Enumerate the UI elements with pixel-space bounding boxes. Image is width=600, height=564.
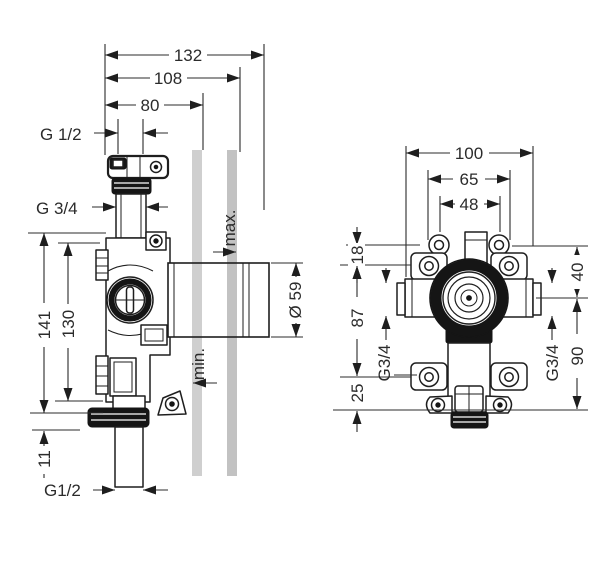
dim-tab-spacing: 48 [460,195,479,214]
dim-width-overall: 100 [455,144,483,163]
upper-ear-left [428,234,450,256]
screw-boss-lower-left [410,362,448,391]
dim-lower-height: 90 [568,347,587,366]
bottom-bracket [157,390,187,416]
dim-bottom-offset: 11 [35,450,54,468]
screw-boss-lower-right [490,362,528,391]
dim-depth-mid: 108 [154,69,182,88]
front-view: 100 65 48 18 87 2 [333,144,588,432]
bottom-pipe-stub [114,426,144,488]
label-top-connection: G 1/2 [40,125,82,144]
side-port-circle [106,276,154,324]
label-side-connection: G 3/4 [36,199,78,218]
dim-upper-height: 40 [568,263,587,282]
side-view: 132 108 80 G 1/2 G 3/4 1 [28,44,305,500]
wall-layer-max [227,150,237,476]
upper-ear-right [488,234,510,256]
front-bottom-collar [450,411,489,429]
dim-depth-min: 80 [141,96,160,115]
spindle-front-rings [429,258,509,338]
dim-top-offset: 18 [348,246,367,265]
label-bottom-connection: G1/2 [44,481,81,500]
bottom-threaded-collar [87,407,150,428]
dim-screw-spacing: 65 [460,170,479,189]
label-right-port: G3/4 [543,345,562,382]
dim-screw-vertical-spacing: 87 [348,309,367,328]
label-wall-min: min. [189,348,208,380]
side-view-dimensions: 132 108 80 G 1/2 G 3/4 1 [28,44,305,500]
wall-layer-min [192,150,202,476]
label-wall-max: max. [220,210,239,247]
label-left-port: G3/4 [375,345,394,382]
mounting-clip-upper [95,249,109,281]
dim-spindle-diameter: Ø 59 [286,282,305,319]
dim-depth-overall: 132 [174,46,202,65]
foot-right [485,395,513,414]
foot-left [425,395,453,414]
top-elbow-fitting [106,154,170,180]
spindle-housing-outline [167,262,270,338]
top-port-pipe [115,193,147,239]
side-port-left [396,282,406,316]
front-body [396,231,542,429]
dim-bottom-screw-offset: 25 [348,384,367,403]
dim-height-overall: 141 [35,311,54,339]
top-threaded-collar [111,177,152,195]
mounting-clip-lower [95,355,109,395]
spindle-housing-fill [168,263,269,337]
side-port-right [532,282,542,316]
dim-height-inner: 130 [59,310,78,338]
front-view-dimensions: 100 65 48 18 87 2 [333,144,588,432]
